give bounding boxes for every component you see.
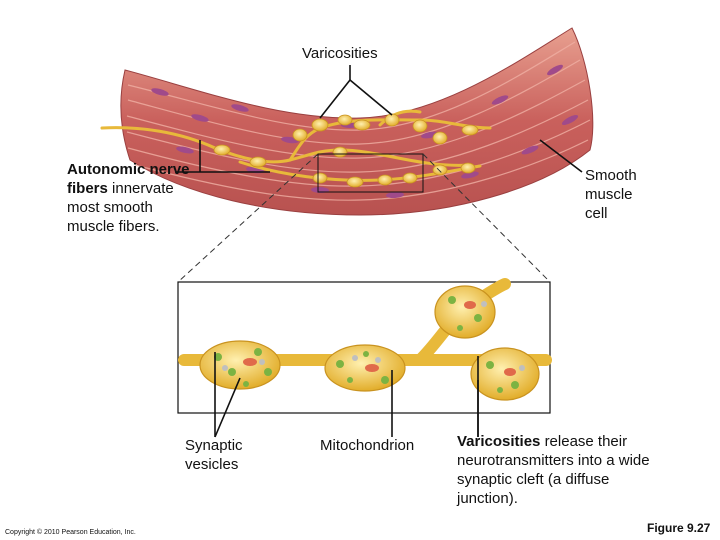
varicosities-rest-text: release their neurotransmitters into a w… — [457, 433, 650, 507]
autonomic-rest-text: innervate most smooth muscle fibers. — [67, 180, 174, 235]
mitochondrion-label: Mitochondrion — [320, 437, 415, 454]
synaptic-vesicles-label: Synaptic vesicles — [185, 437, 243, 473]
zoom-dashed-lines — [177, 153, 551, 283]
nerve-varicosities-small — [213, 113, 479, 188]
leader-lines-top — [175, 65, 583, 173]
figure-number: Figure 9.27 — [647, 521, 711, 535]
leader-lines-inset — [214, 352, 479, 438]
varicosities-release-label: Varicosities release their neurotransmit… — [457, 432, 657, 508]
synaptic-vesicles-dots — [214, 296, 519, 393]
autonomic-bold-text: Autonomic nerve fibers — [67, 161, 190, 197]
copyright-text: Copyright © 2010 Pearson Education, Inc. — [5, 529, 136, 536]
autonomic-label: Autonomic nerve fibers innervate most sm… — [67, 160, 197, 236]
smooth-muscle-cell-label: Smooth muscle cell — [585, 167, 637, 222]
varicosities-bold-text: Varicosities — [457, 433, 541, 450]
vesicle-grey-dots — [222, 301, 525, 371]
detail-box — [317, 153, 424, 193]
varicosities-top-label: Varicosities — [302, 45, 378, 62]
mitochondria-shapes — [243, 301, 516, 376]
